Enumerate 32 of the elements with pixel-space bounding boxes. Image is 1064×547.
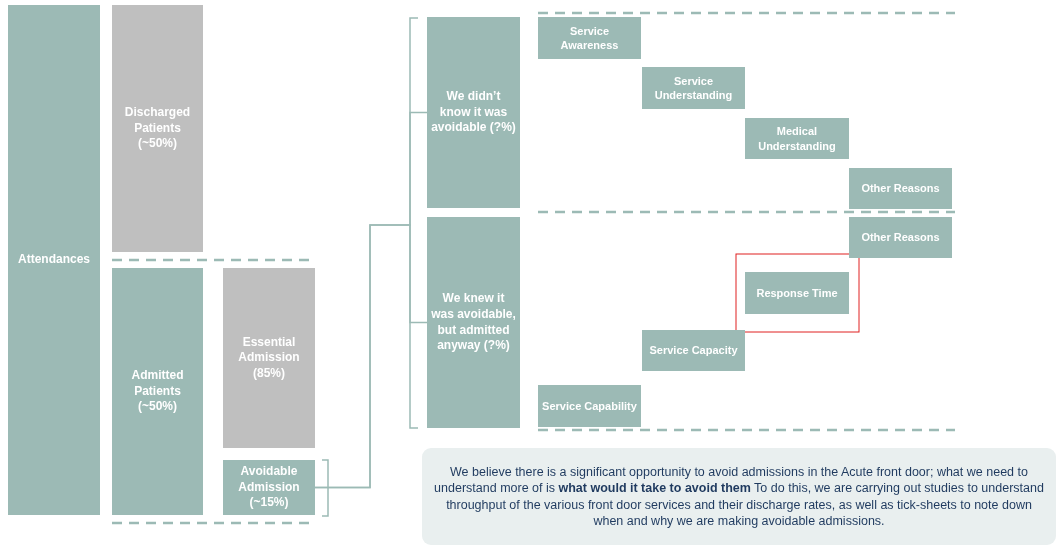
reason-box [538,385,641,427]
box-label: Response Time [756,285,838,301]
category-bar [112,268,203,515]
bar-label: We knew it was avoidable, but admitted anyway (?%) [431,291,516,354]
reason-box [745,118,849,159]
box-label: Service Understanding [653,73,734,103]
bar-label: Admitted Patients (~50%) [130,368,185,415]
box-label: Medical Understanding [757,124,837,153]
box-label: Other Reasons [861,230,940,245]
connector [314,224,428,489]
box-label: Service Capacity [649,343,738,358]
bar-label: Attendances [18,252,90,268]
category-bar [112,5,203,252]
box-label: Service Awareness [559,23,620,53]
bar-label: Avoidable Admission (~15%) [237,464,301,511]
reason-box [538,17,641,59]
reason-box [745,272,849,314]
category-bar [427,17,520,208]
reason-box [642,67,745,109]
note-text: We believe there is a significant opportunity to avoid admissions in the Acute front door; what we need to understand more of is what would it take to avoid them To do this, we are carrying out studies to understand throughput of the various front door services and their discharge rates, as well as tick-sheets to note down when and why we are making avoidable admissions. [434,464,1044,529]
bar-label: Discharged Patients (~50%) [123,105,192,152]
category-bar [8,5,100,515]
reason-box [849,168,952,209]
box-label: Other Reasons [861,181,940,196]
category-bar [427,217,520,428]
bar-label: We didn’t know it was avoidable (?%) [431,89,516,136]
box-label: Service Capability [542,398,637,414]
category-bar [223,460,315,515]
reason-box [642,330,745,371]
bar-label: Essential Admission (85%) [237,334,301,382]
reason-box [849,217,952,258]
category-bar [223,268,315,448]
